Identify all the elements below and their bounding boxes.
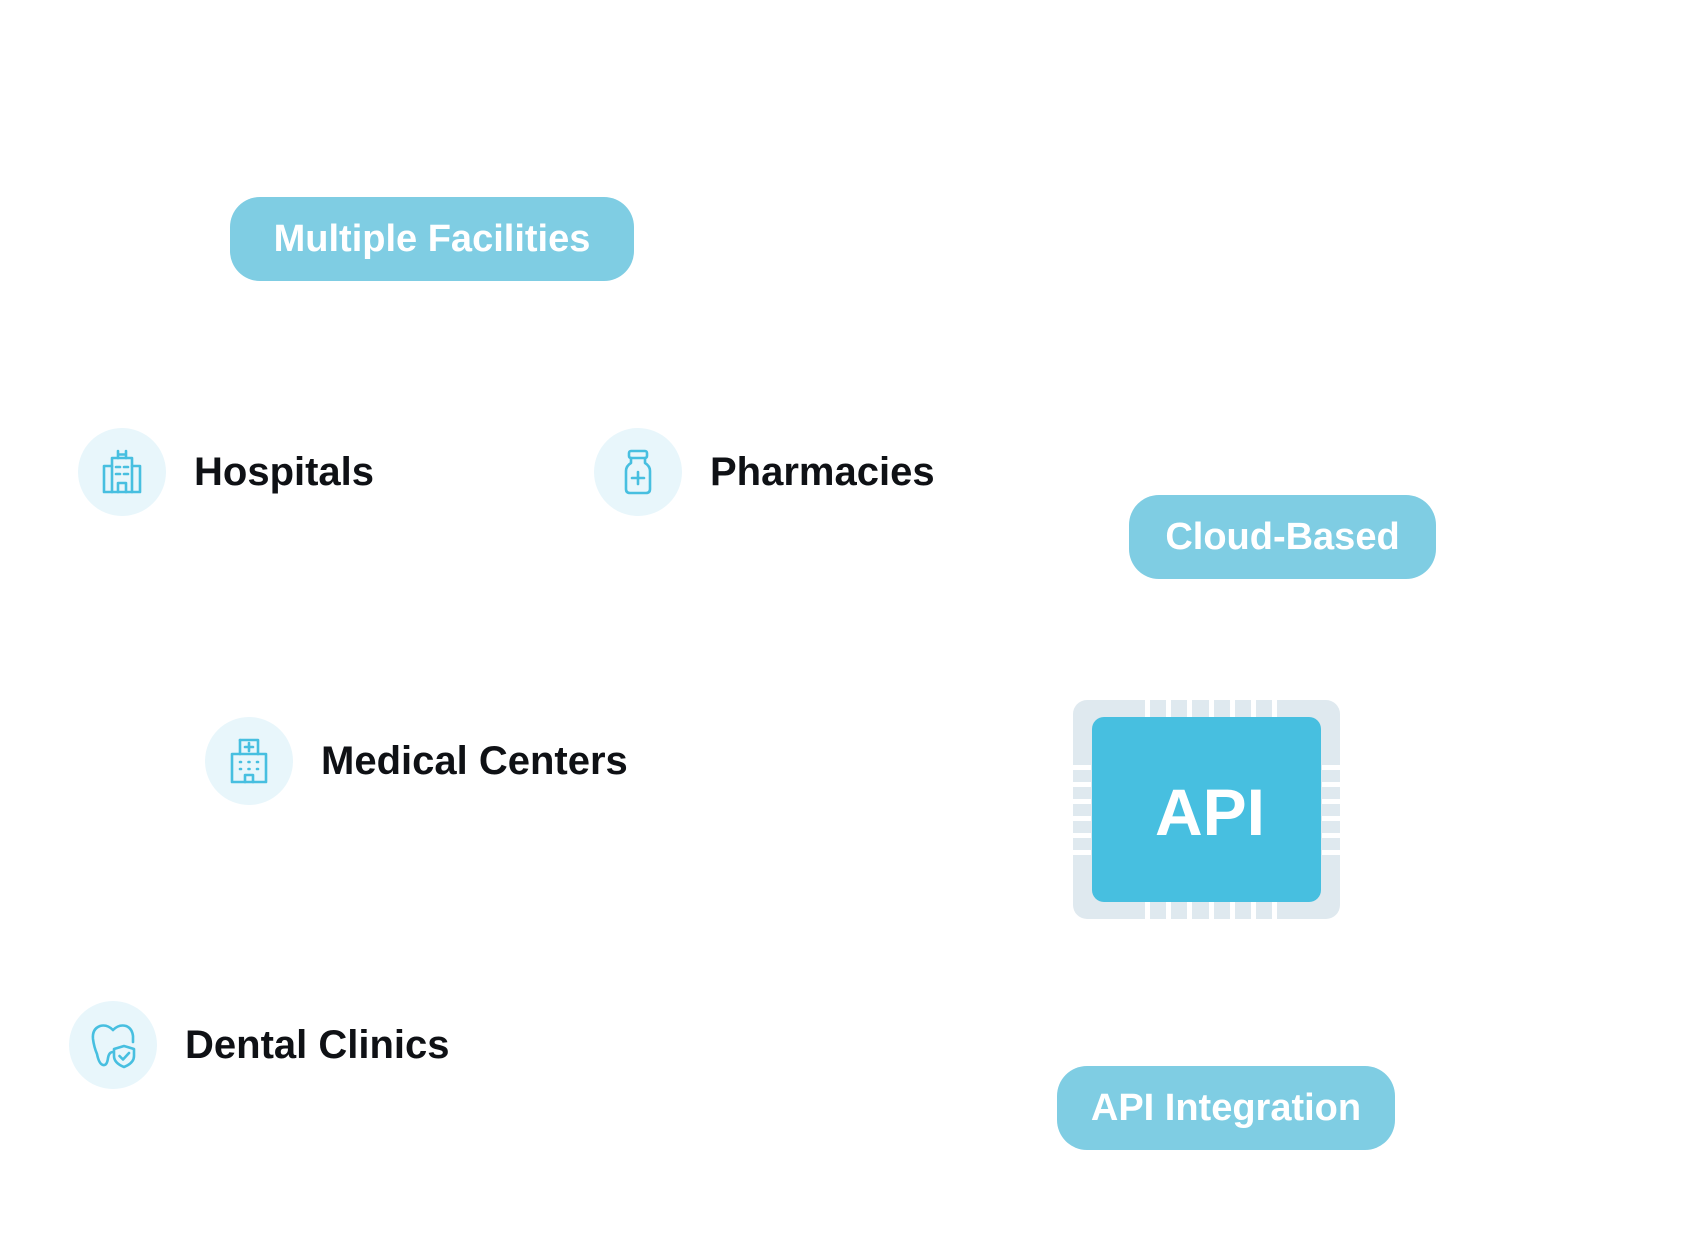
- facility-label: Hospitals: [194, 449, 375, 494]
- chip-label: API: [1155, 775, 1265, 849]
- facility-label: Medical Centers: [321, 738, 628, 783]
- facility-medical-centers: Medical Centers: [205, 717, 628, 805]
- api-integration-badge: API Integration: [1057, 1066, 1395, 1150]
- medical-center-icon: [205, 717, 293, 805]
- tooth-shield-icon: [69, 1001, 157, 1089]
- multiple-facilities-badge: Multiple Facilities: [230, 197, 634, 281]
- multiple-facilities-label: Multiple Facilities: [273, 217, 591, 260]
- hospital-building-icon: [78, 428, 166, 516]
- cloud-based-badge: Cloud-Based: [1129, 495, 1436, 579]
- facility-label: Pharmacies: [710, 449, 935, 494]
- api-integration-label: API Integration: [1090, 1086, 1362, 1129]
- medicine-bottle-icon: [594, 428, 682, 516]
- facility-hospitals: Hospitals: [78, 428, 374, 516]
- facility-dental-clinics: Dental Clinics: [69, 1001, 450, 1089]
- facility-pharmacies: Pharmacies: [594, 428, 935, 516]
- cloud-based-label: Cloud-Based: [1165, 515, 1400, 558]
- chip-icon: API: [1073, 700, 1340, 919]
- facility-label: Dental Clinics: [185, 1022, 450, 1067]
